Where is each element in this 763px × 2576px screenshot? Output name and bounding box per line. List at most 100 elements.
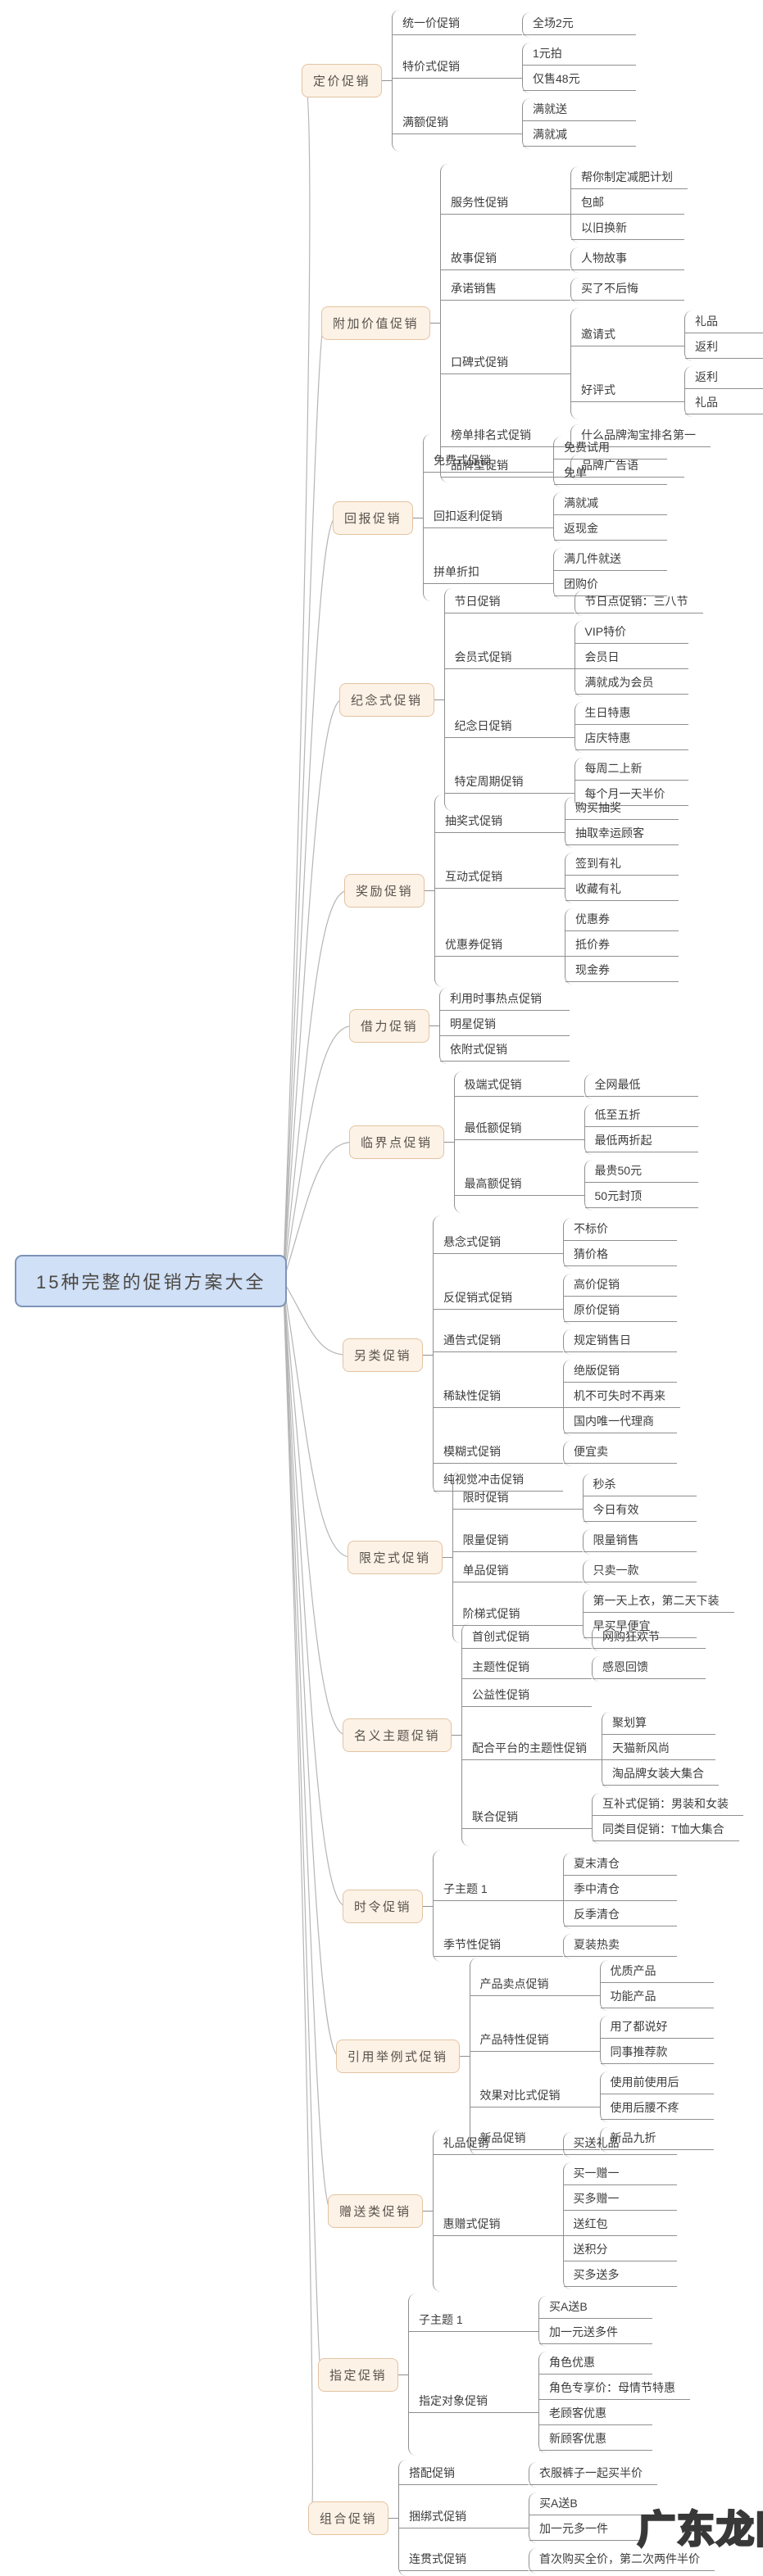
leaf-node[interactable]: 用了都说好	[600, 2018, 714, 2039]
subtopic-node[interactable]: 满额促销	[393, 114, 523, 134]
leaf-node[interactable]: 加一元多一件	[529, 2520, 643, 2541]
leaf-node[interactable]: 优惠券	[565, 911, 679, 931]
subtopic-node[interactable]: 榜单排名式促销	[441, 427, 571, 447]
topic-node[interactable]: 附加价值促销	[321, 306, 431, 340]
leaf-node[interactable]: 聚划算	[602, 1714, 716, 1735]
subtopic-node[interactable]: 悬念式促销	[434, 1234, 564, 1254]
subtopic-node[interactable]: 拼单折扣	[424, 564, 554, 584]
leaf-node[interactable]: 淘品牌女装大集合	[602, 1765, 720, 1786]
subtopic-node[interactable]: 品牌型促销	[441, 457, 571, 478]
subtopic-node[interactable]: 主题性促销	[462, 1659, 593, 1679]
leaf-node[interactable]: 早买早便宜	[583, 1618, 697, 1638]
leaf-node[interactable]: 夏装热卖	[564, 1936, 678, 1957]
subtopic-node[interactable]: 互动式促销	[435, 868, 565, 889]
leaf-node[interactable]: 买一赠一	[563, 2165, 677, 2185]
leaf-node[interactable]: 同事推荐款	[600, 2044, 714, 2064]
topic-node[interactable]: 限定式促销	[347, 1540, 443, 1574]
topic-node[interactable]: 组合促销	[308, 2501, 389, 2535]
leaf-node[interactable]: 返利	[685, 369, 763, 389]
leaf-node[interactable]: 同类目促销：T恤大集合	[593, 1821, 739, 1841]
leaf-node[interactable]: 反季清仓	[564, 1906, 678, 1926]
leaf-node[interactable]: 明星促销	[440, 1016, 570, 1036]
subtopic-node[interactable]: 反促销式促销	[434, 1289, 564, 1310]
subtopic-node[interactable]: 子主题 1	[409, 2311, 539, 2332]
leaf-node[interactable]: 功能产品	[600, 1988, 714, 2008]
leaf-node[interactable]: 满就减	[523, 126, 637, 147]
subtopic-node[interactable]: 首创式促销	[462, 1628, 593, 1649]
leaf-node[interactable]: 使用后腰不疼	[600, 2099, 714, 2120]
leaf-node[interactable]: 1元拍	[523, 45, 637, 66]
subtopic-node[interactable]: 惠赠式促销	[433, 2216, 563, 2236]
subtopic-node[interactable]: 产品特性促销	[470, 2031, 600, 2052]
leaf-node[interactable]: 夏末清仓	[564, 1855, 678, 1876]
subtopic-node[interactable]: 抽奖式促销	[435, 813, 565, 833]
subtopic-node[interactable]: 效果对比式促销	[470, 2087, 600, 2107]
topic-node[interactable]: 定价促销	[302, 64, 383, 97]
leaf-node[interactable]: 加一元送多件	[539, 2324, 653, 2344]
topic-node[interactable]: 赠送类促销	[328, 2193, 423, 2228]
leaf-node[interactable]: 买A送B	[539, 2298, 653, 2319]
subtopic-node[interactable]: 指定对象促销	[409, 2393, 539, 2413]
central-topic[interactable]: 15种完整的促销方案大全	[15, 1255, 288, 1307]
leaf-node[interactable]: VIP特价	[575, 623, 688, 644]
subtopic-node[interactable]: 故事促销	[441, 250, 571, 270]
topic-node[interactable]: 借力促销	[349, 1009, 430, 1043]
topic-node[interactable]: 引用举例式促销	[336, 2040, 460, 2073]
leaf-node[interactable]: 每周二上新	[575, 760, 688, 781]
topic-node[interactable]: 回报促销	[333, 500, 414, 535]
subtopic-node[interactable]: 限时促销	[452, 1489, 583, 1510]
leaf-node[interactable]: 买多送多	[563, 2266, 677, 2287]
leaf-node[interactable]: 仅售48元	[523, 70, 637, 91]
leaf-node[interactable]: 原价促销	[564, 1302, 678, 1322]
subtopic-node[interactable]: 口碑式促销	[441, 354, 571, 374]
leaf-node[interactable]: 满就送	[523, 101, 637, 121]
subtopic-node[interactable]: 稀缺性促销	[434, 1388, 564, 1408]
topic-node[interactable]: 指定促销	[318, 2357, 399, 2392]
leaf-node[interactable]: 衣服裤子一起买半价	[529, 2465, 658, 2485]
subtopic-node[interactable]: 节日促销	[444, 593, 575, 613]
subtopic-node[interactable]: 子主题 1	[434, 1881, 564, 1901]
topic-node[interactable]: 名义主题促销	[343, 1718, 452, 1752]
leaf-node[interactable]: 礼品	[685, 313, 763, 333]
leaf-node[interactable]: 帮你制定减肥计划	[571, 169, 688, 189]
leaf-node[interactable]: 签到有礼	[565, 855, 679, 876]
leaf-node[interactable]: 新品九折	[600, 2130, 714, 2150]
leaf-node[interactable]: 秒杀	[583, 1476, 697, 1496]
leaf-node[interactable]: 优质产品	[600, 1963, 714, 1983]
leaf-node[interactable]: 互补式促销：男装和女装	[593, 1795, 744, 1816]
subtopic-node[interactable]: 回扣返利促销	[424, 508, 554, 528]
leaf-node[interactable]: 天猫新风尚	[602, 1740, 716, 1760]
leaf-node[interactable]: 人物故事	[571, 250, 685, 270]
subtopic-node[interactable]: 优惠券促销	[435, 936, 565, 957]
subtopic-node[interactable]: 最低额促销	[454, 1120, 584, 1140]
topic-node[interactable]: 临界点促销	[349, 1125, 444, 1159]
subtopic-node[interactable]: 会员式促销	[444, 649, 575, 669]
leaf-node[interactable]: 最低两折起	[584, 1132, 698, 1152]
leaf-node[interactable]: 满几件就送	[554, 550, 668, 571]
leaf-node[interactable]: 送积分	[563, 2241, 677, 2261]
leaf-node[interactable]: 感恩回馈	[593, 1659, 706, 1679]
subtopic-node[interactable]: 阶梯式促销	[452, 1605, 583, 1626]
subtopic-node[interactable]: 统一价促销	[393, 15, 523, 35]
subtopic-node[interactable]: 好评式	[571, 382, 685, 402]
leaf-node[interactable]: 买了不后悔	[571, 280, 685, 301]
subtopic-node[interactable]: 连贯式促销	[399, 2551, 529, 2571]
leaf-node[interactable]: 买送礼品	[563, 2135, 677, 2155]
leaf-node[interactable]: 纯视觉冲击促销	[434, 1471, 564, 1492]
leaf-node[interactable]: 使用前使用后	[600, 2074, 714, 2094]
leaf-node[interactable]: 猜价格	[564, 1246, 678, 1266]
leaf-node[interactable]: 角色专享价：母情节特惠	[539, 2379, 691, 2400]
leaf-node[interactable]: 会员日	[575, 649, 688, 669]
topic-node[interactable]: 时令促销	[343, 1889, 424, 1923]
leaf-node[interactable]: 老顾客优惠	[539, 2405, 653, 2425]
subtopic-node[interactable]: 联合促销	[462, 1809, 593, 1829]
subtopic-node[interactable]: 限量促销	[452, 1532, 583, 1552]
leaf-node[interactable]: 满就成为会员	[575, 674, 688, 695]
leaf-node[interactable]: 机不可失时不再来	[564, 1388, 681, 1408]
leaf-node[interactable]: 满就减	[554, 495, 668, 515]
subtopic-node[interactable]: 最高额促销	[454, 1175, 584, 1196]
leaf-node[interactable]: 免单	[554, 464, 668, 485]
leaf-node[interactable]: 网购狂欢节	[593, 1628, 706, 1649]
leaf-node[interactable]: 角色优惠	[539, 2354, 653, 2375]
leaf-node[interactable]: 只卖一款	[583, 1562, 697, 1582]
